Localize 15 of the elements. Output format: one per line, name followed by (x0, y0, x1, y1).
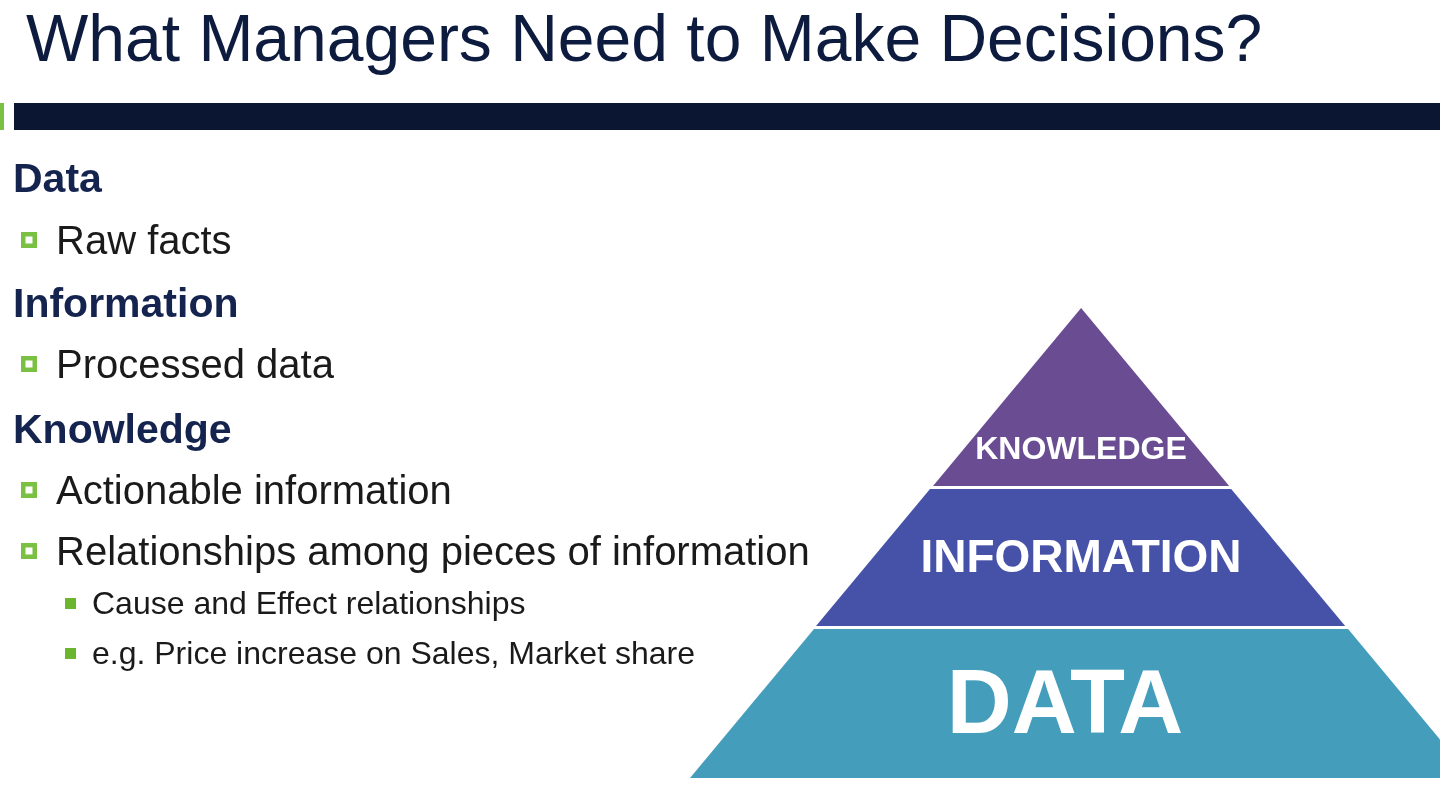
tier-label: KNOWLEDGE (975, 432, 1187, 464)
bullet-text: Processed data (56, 340, 334, 388)
slide-title: What Managers Need to Make Decisions? (26, 0, 1263, 76)
tier-label: INFORMATION (920, 533, 1242, 579)
sub-bullet-text: Cause and Effect relationships (92, 583, 526, 623)
sub-bullet-text: e.g. Price increase on Sales, Market share (92, 633, 695, 673)
pyramid-tier (816, 489, 1346, 626)
pyramid-tier (932, 308, 1230, 486)
bullet-text: Relationships among pieces of information (56, 527, 810, 575)
bullet-text: Actionable information (56, 466, 452, 514)
section-heading: Knowledge (13, 405, 232, 453)
section-heading: Information (13, 279, 239, 327)
bullet-text: Raw facts (56, 216, 232, 264)
section-heading: Data (13, 154, 102, 202)
tier-label: DATA (946, 657, 1184, 747)
